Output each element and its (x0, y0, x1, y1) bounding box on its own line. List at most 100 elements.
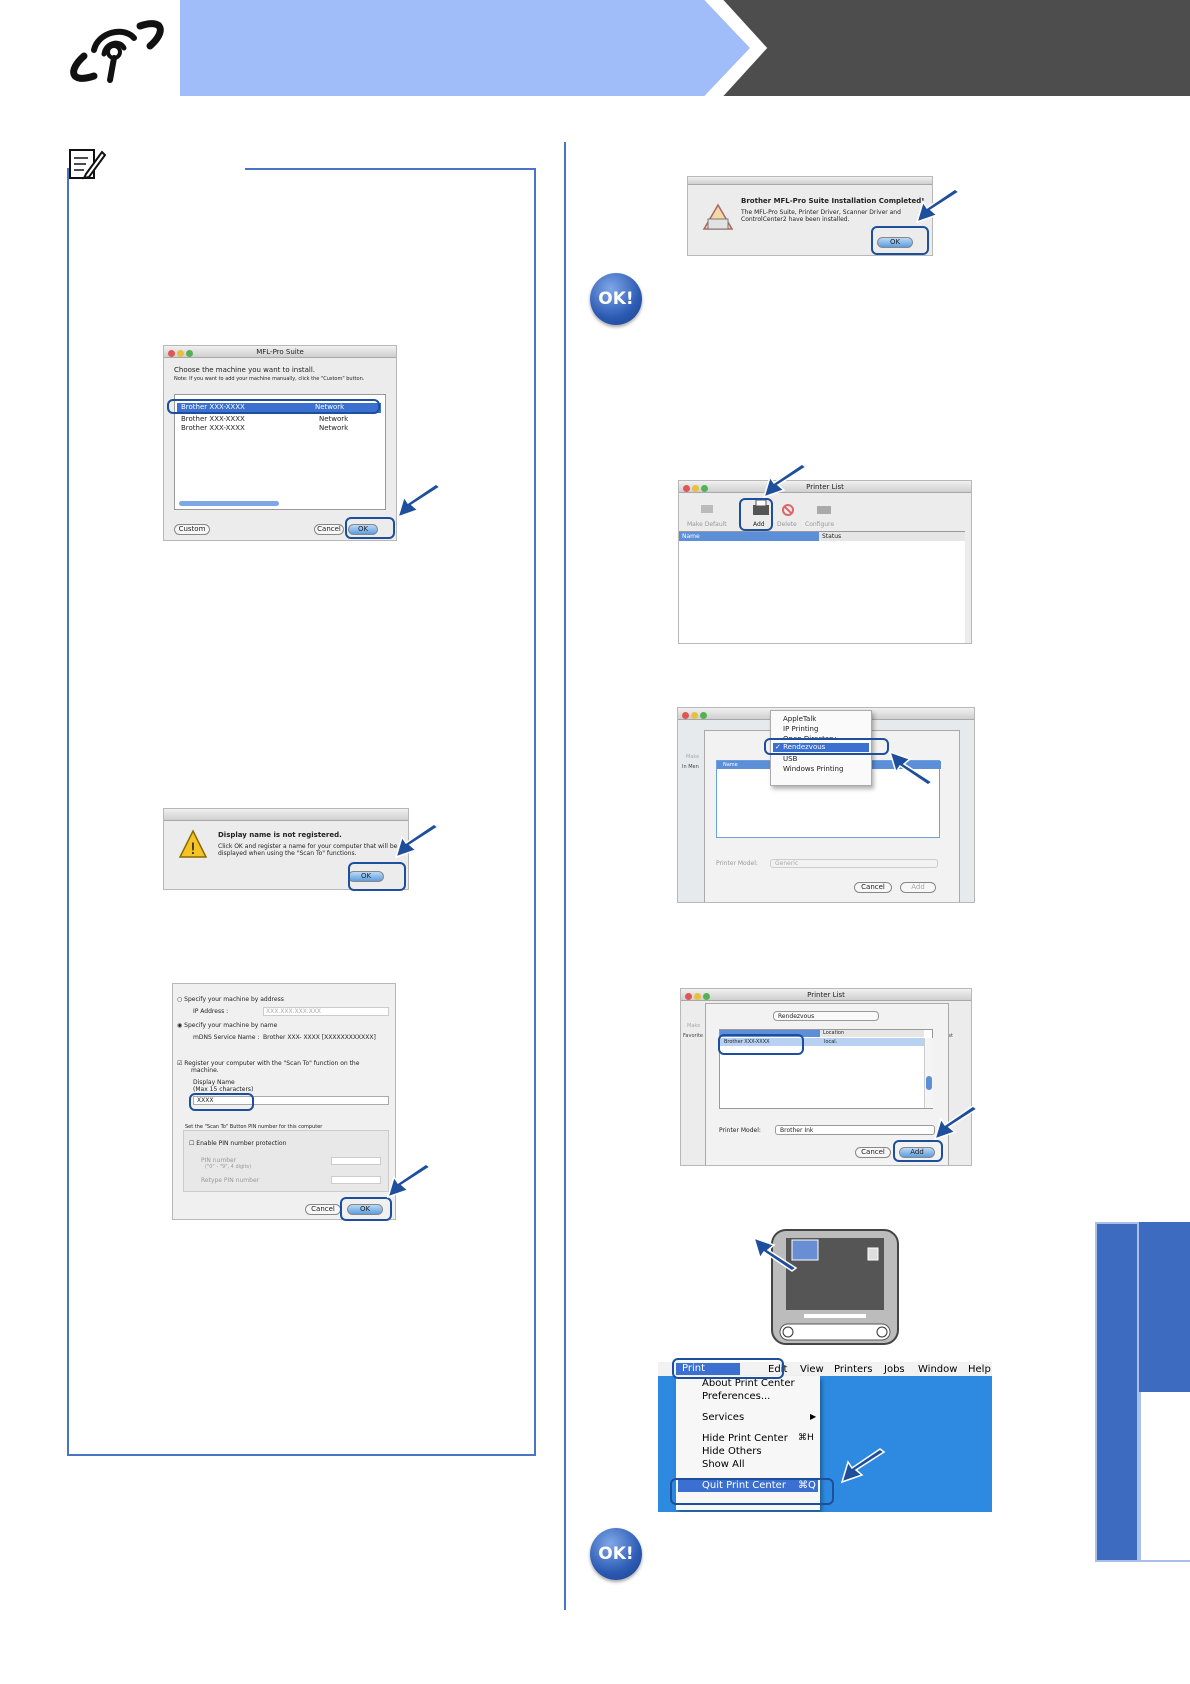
machine-row-name[interactable]: Brother XXX-XXXX (181, 424, 245, 432)
menu-printers[interactable]: Printers (834, 1364, 873, 1375)
radio-by-address[interactable]: ○ Specify your machine by address (177, 996, 284, 1003)
window-controls[interactable] (682, 711, 709, 723)
dialog-note: Note: If you want to add your machine ma… (174, 376, 365, 382)
menu-view[interactable]: View (800, 1364, 824, 1375)
cancel-button[interactable]: Cancel (305, 1204, 341, 1215)
printer-model-select[interactable]: Generic (770, 859, 938, 868)
column-header-status[interactable]: Status (819, 532, 965, 541)
scan-settings-dialog: ○ Specify your machine by address IP Add… (172, 983, 396, 1220)
enable-pin-checkbox[interactable]: ☐ Enable PIN number protection (189, 1140, 287, 1147)
menu-item-hide-others[interactable]: Hide Others (702, 1446, 762, 1457)
toolbar-add[interactable]: Add (753, 521, 765, 528)
toolbar-delete[interactable]: Delete (777, 521, 797, 528)
print-center-menu[interactable]: About Print Center Preferences... Servic… (676, 1376, 820, 1510)
cancel-button[interactable]: Cancel (855, 1147, 891, 1158)
column-header-location[interactable]: Location (820, 1030, 924, 1037)
toolbar-make-default[interactable]: Make Default (687, 521, 727, 528)
ip-address-input[interactable]: XXX.XXX.XXX.XXX (263, 1007, 389, 1016)
toolbar-configure[interactable]: Configure (805, 521, 835, 528)
dialog-title: Display name is not registered. (218, 831, 342, 839)
menu-item-hide[interactable]: Hide Print Center (702, 1433, 788, 1444)
machine-row-type: Network (319, 424, 349, 432)
add-button[interactable]: Add (900, 882, 936, 893)
menu-item-windows-printing[interactable]: Windows Printing (783, 765, 844, 773)
dialog-body-line-1: The MFL-Pro Suite, Printer Driver, Scann… (741, 209, 901, 216)
menu-item-quit[interactable]: Quit Print Center⌘Q (678, 1479, 818, 1492)
submenu-arrow-icon: ▶ (810, 1412, 817, 1421)
menu-window[interactable]: Window (918, 1364, 958, 1375)
warning-icon: ! (178, 829, 208, 858)
menu-item-about[interactable]: About Print Center (702, 1378, 795, 1389)
menu-item-open-directory[interactable]: Open Directory (783, 735, 837, 740)
menu-item-services[interactable]: Services (702, 1412, 745, 1423)
configure-icon (817, 506, 831, 514)
ok-badge: OK! (590, 273, 642, 325)
column-header-name[interactable]: Name (679, 532, 819, 541)
bg-label-make: Make (687, 1023, 701, 1029)
menu-item-selected[interactable]: ✓ Rendezvous (773, 743, 869, 752)
menu-edit[interactable]: Edit (768, 1364, 788, 1375)
connection-type-menu[interactable]: AppleTalk IP Printing Open Directory ✓ R… (770, 710, 872, 786)
column-header-name[interactable] (720, 1030, 820, 1037)
menu-item-usb[interactable]: USB (783, 755, 798, 761)
printer-row-location: local. (824, 1039, 838, 1045)
mdns-label: mDNS Service Name : (193, 1034, 260, 1041)
note-pencil-icon (69, 149, 106, 180)
ok-button[interactable]: OK (348, 524, 378, 535)
arrow-icon (933, 1105, 979, 1141)
side-tab-inactive (1139, 1392, 1190, 1562)
printer-row-selected[interactable]: Brother XXX-XXXX local. (720, 1038, 924, 1046)
bg-label-favorite: Favorite (683, 1033, 703, 1039)
scroll-thumb[interactable] (926, 1076, 932, 1090)
printer-browser-list[interactable]: Location Brother XXX-XXXX local. (719, 1029, 933, 1109)
retype-pin-input[interactable] (331, 1176, 381, 1184)
register-checkbox[interactable]: ☑ Register your computer with the "Scan … (177, 1060, 360, 1067)
vertical-scrollbar[interactable] (924, 1038, 933, 1108)
window-title: Printer List (806, 483, 844, 491)
cancel-button[interactable]: Cancel (854, 882, 892, 893)
ok-button[interactable]: OK (877, 237, 913, 248)
add-printer-icon (753, 499, 769, 515)
horizontal-scrollbar[interactable] (179, 501, 279, 506)
installer-icon (702, 203, 734, 230)
dialog-titlebar: MFL-Pro Suite (164, 346, 396, 358)
pin-hint: ("0" - "9", 4 digits) (205, 1164, 252, 1170)
header-band-light (180, 0, 750, 96)
menu-help[interactable]: Help (968, 1364, 991, 1375)
bg-label-list: ist (947, 1033, 953, 1039)
window-title: MFL-Pro Suite (256, 348, 304, 356)
register-checkbox-line-2: machine. (191, 1067, 219, 1074)
machine-row-selected[interactable]: Brother XXX-XXXX Network (177, 403, 381, 413)
radio-by-name[interactable]: ◉ Specify your machine by name (177, 1022, 278, 1029)
cancel-button[interactable]: Cancel (314, 524, 344, 535)
pin-number-input[interactable] (331, 1157, 381, 1165)
printer-table[interactable]: Name Status (679, 531, 965, 643)
window-controls[interactable] (168, 349, 195, 361)
machine-row-type: Network (319, 415, 349, 423)
window-controls[interactable] (685, 992, 712, 1004)
arrow-icon (752, 1236, 798, 1272)
connection-type-popup[interactable]: Rendezvous (773, 1011, 879, 1021)
add-button[interactable]: Add (899, 1147, 935, 1158)
delete-icon (782, 504, 794, 516)
printer-model-label: Printer Model: (719, 1127, 761, 1134)
max-chars-hint: (Max 15 characters) (193, 1086, 254, 1092)
menu-jobs[interactable]: Jobs (884, 1364, 905, 1375)
quit-highlight (670, 1478, 834, 1505)
dialog-prompt: Choose the machine you want to install. (174, 366, 316, 374)
menu-item-show-all[interactable]: Show All (702, 1459, 745, 1470)
install-completed-dialog: Brother MFL-Pro Suite Installation Compl… (687, 176, 933, 256)
ok-button[interactable]: OK (347, 1204, 383, 1215)
menu-item-ip-printing[interactable]: IP Printing (783, 725, 819, 733)
arrow-icon (386, 1163, 432, 1199)
arrow-icon (888, 750, 934, 786)
menu-item-preferences[interactable]: Preferences... (702, 1391, 771, 1402)
window-controls[interactable] (683, 484, 710, 496)
printer-model-select[interactable]: Brother Ink (775, 1125, 935, 1135)
pin-section-title: Set the "Scan To" Button PIN number for … (185, 1124, 323, 1130)
custom-button[interactable]: Custom (174, 524, 210, 535)
menu-item-appletalk[interactable]: AppleTalk (783, 715, 817, 723)
machine-row-name[interactable]: Brother XXX-XXXX (181, 415, 245, 423)
printer-row-highlight (718, 1034, 804, 1055)
display-name-input[interactable]: XXXX (193, 1096, 389, 1105)
